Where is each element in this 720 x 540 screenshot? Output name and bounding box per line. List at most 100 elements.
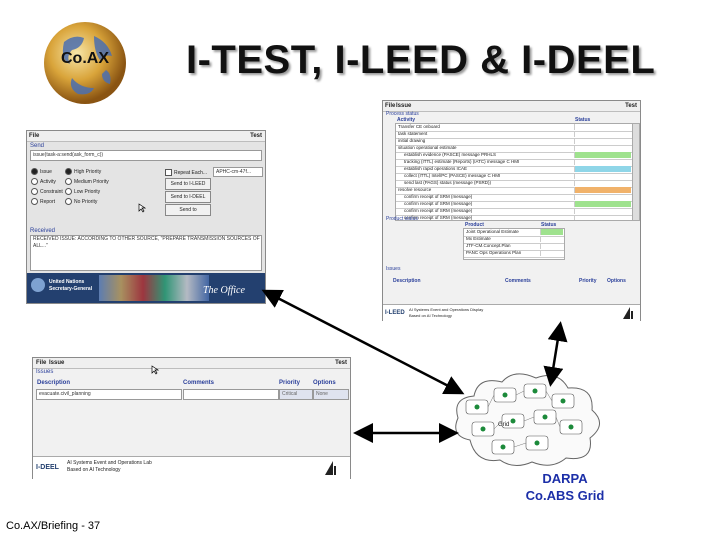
col-options: Options [607, 278, 626, 284]
menu-file[interactable]: File [36, 360, 47, 366]
itest-menubar: File Test [27, 131, 265, 142]
activity-status-cell [574, 180, 631, 186]
product-label: Joint Operational Estimate [466, 229, 519, 234]
description-field[interactable]: evacuate.civil_planning [36, 389, 182, 400]
ideel-footer-line2: Based on AI Technology [67, 467, 121, 473]
activity-row[interactable]: initial drawing [396, 138, 632, 146]
radio-high-priority[interactable]: High Priority [65, 168, 101, 175]
grid-caption-line2: Co.ABS Grid [525, 488, 605, 503]
activity-row[interactable]: Transfer CE onboard [396, 124, 632, 132]
product-label: Mx Estimate [466, 236, 491, 241]
activity-row[interactable]: tracking (ITTL) estimate (Reports) (IATC… [396, 159, 632, 167]
activity-label: task statement [398, 131, 428, 136]
arrow-itest-grid [261, 289, 465, 395]
activity-row[interactable]: collect (ITTL) Intel/PC (PASCE) message … [396, 173, 632, 181]
activity-row[interactable]: establish rapid operations ICAE [396, 166, 632, 174]
radio-constraint[interactable]: Constraint [31, 188, 63, 195]
activity-status-cell [574, 145, 631, 151]
activity-row[interactable]: send last (PAGS) status (message (PSRD)) [396, 180, 632, 188]
activity-scrollbar[interactable] [632, 123, 640, 221]
col-comments: Comments [183, 380, 215, 386]
ideel-footer: I-DEEL AI Systems Event and Operations L… [33, 456, 350, 479]
product-status-cell [540, 236, 563, 242]
ideel-window: File Issue Test Issues Description Comme… [32, 357, 351, 479]
product-status-label: Product status [386, 216, 418, 222]
activity-status-cell [574, 166, 631, 172]
menu-issue[interactable]: Issue [49, 360, 65, 366]
activity-row[interactable]: task statement [396, 131, 632, 139]
product-row[interactable]: PANC Ops Operations Plan [464, 250, 564, 258]
send-to-button[interactable]: Send to [165, 204, 211, 216]
process-status-label: Process status [386, 111, 419, 117]
product-status-cell [540, 229, 563, 235]
send-to-ileed-button[interactable]: Send to I-LEED [165, 178, 211, 190]
ai-logo-icon [623, 307, 633, 319]
ai-logo-icon [325, 461, 336, 475]
menu-file[interactable]: File [29, 133, 40, 139]
radio-medium-priority[interactable]: Medium Priority [65, 178, 109, 185]
activity-row[interactable]: situation operational estimate [396, 145, 632, 153]
menu-test[interactable]: Test [625, 103, 637, 109]
activity-label: resolve resource [398, 187, 432, 192]
send-section-label: Send [30, 143, 45, 149]
col-status: Status [575, 117, 591, 123]
flags-strip [99, 275, 209, 301]
activity-row[interactable]: confirm receipt of SRM (message) [396, 201, 632, 209]
activity-row[interactable]: resolve resource [396, 187, 632, 195]
slide-title: I-TEST, I-LEED & I-DEEL [186, 38, 656, 82]
send-input[interactable]: issue(task-a:send(ask_form_c)) [30, 150, 262, 161]
col-description: Description [37, 380, 71, 386]
activity-label: confirm receipt of SRM (message) [404, 194, 473, 199]
activity-label: initial drawing [398, 138, 426, 143]
comments-field[interactable] [183, 389, 279, 400]
ileed-menubar: File Issue Test [383, 101, 640, 112]
product-status-cell [540, 243, 563, 249]
mouse-cursor-icon [138, 203, 146, 213]
grid-cloud [455, 373, 600, 466]
menu-file[interactable]: File [385, 103, 396, 109]
product-row[interactable]: Mx Estimate [464, 236, 564, 244]
activity-label: Transfer CE onboard [398, 124, 440, 129]
activity-label: confirm receipt of SRM (message) [404, 215, 473, 220]
un-emblem-icon [31, 278, 45, 292]
menu-issue[interactable]: Issue [396, 103, 412, 109]
activity-row[interactable]: confirm receipt of SRM (message) [396, 215, 632, 220]
col-product-status: Status [541, 222, 557, 228]
product-row[interactable]: Joint Operational Estimate [464, 229, 564, 237]
col-product: Product [465, 222, 484, 228]
received-textarea[interactable]: RECEIVED ISSUE: ACCORDING TO OTHER SOURC… [30, 235, 262, 271]
activity-label: tracking (ITTL) estimate (Reports) (IATC… [404, 159, 520, 164]
activity-row[interactable]: confirm receipt of SRM (message) [396, 194, 632, 202]
activity-row[interactable]: establish evidence (PASCE) message PRHLS [396, 152, 632, 160]
repeat-checkbox[interactable]: Repeat Each... [165, 169, 207, 176]
activity-status-cell [574, 173, 631, 179]
grid-caption-line1: DARPA [542, 471, 588, 486]
radio-report[interactable]: Report [31, 198, 55, 205]
activity-status-cell [574, 201, 631, 207]
product-status-cell [540, 250, 563, 256]
grid-caption: DARPA Co.ABS Grid [510, 470, 620, 504]
activity-status-cell [574, 208, 631, 214]
activity-status-cell [574, 138, 631, 144]
banner-line1: United Nations [49, 279, 85, 285]
logo-text: Co.AX [61, 50, 109, 67]
activity-status-cell [574, 194, 631, 200]
send-to-ideel-button[interactable]: Send to I-DEEL [165, 191, 211, 203]
activity-row[interactable]: confirm receipt of SRM (message) [396, 208, 632, 216]
col-activity: Activity [397, 117, 416, 123]
ideel-footer-name: I-DEEL [36, 464, 59, 471]
product-label: JTF-CM.Concept.Plan [466, 243, 511, 248]
repeat-field[interactable]: APHC-cm-47f... [213, 167, 263, 177]
menu-test[interactable]: Test [250, 133, 262, 139]
radio-no-priority[interactable]: No Priority [65, 198, 97, 205]
ideel-footer-line1: AI Systems Event and Operations Lab [67, 460, 152, 466]
col-description: Description [393, 278, 421, 284]
radio-activity[interactable]: Activity [31, 178, 56, 185]
product-row[interactable]: JTF-CM.Concept.Plan [464, 243, 564, 251]
radio-issue[interactable]: Issue [31, 168, 52, 175]
issues-label: Issues [36, 369, 54, 375]
activity-label: establish rapid operations ICAE [404, 166, 468, 171]
received-section-label: Received [30, 228, 56, 234]
radio-low-priority[interactable]: Low Priority [65, 188, 100, 195]
